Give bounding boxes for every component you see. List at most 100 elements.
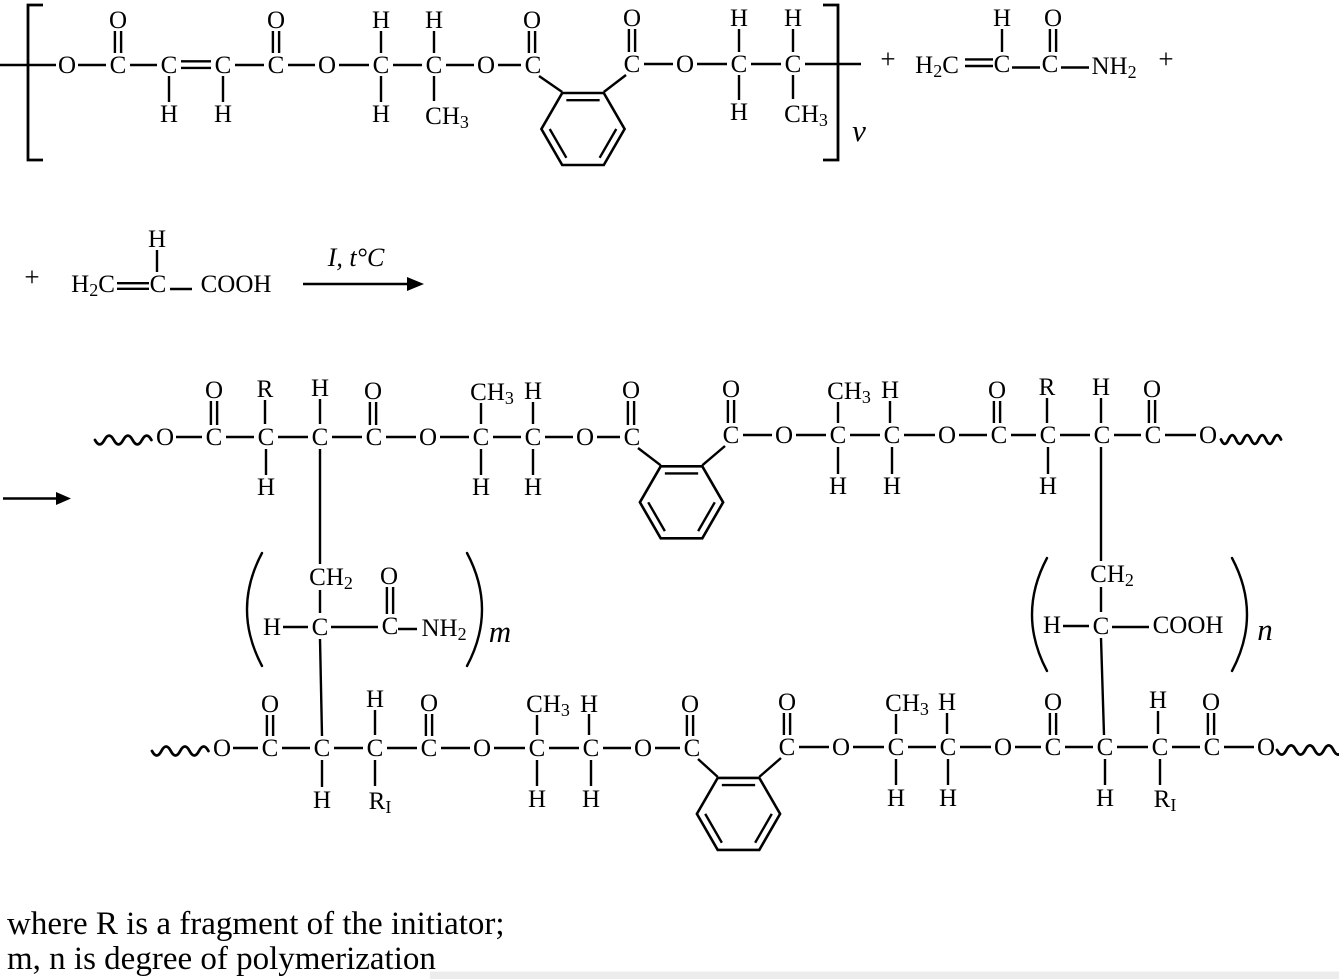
bracket-left: [26, 3, 43, 162]
atom-C-17: C: [525, 52, 542, 79]
scan-artifact-bar: [430, 971, 1339, 979]
atom-H-50: H: [311, 375, 329, 402]
atom-O-34: O: [1044, 5, 1062, 32]
atom-C-121: C: [940, 734, 957, 761]
atom-H-26: H: [784, 5, 802, 32]
atom-H-122: H: [938, 689, 956, 716]
atom-C-7: C: [268, 52, 285, 79]
atom-O-45: O: [205, 377, 223, 404]
atom-H-6: H: [214, 101, 232, 128]
atom-O-62: O: [622, 377, 640, 404]
atom-H-71: H: [883, 473, 901, 500]
atom-O-114: O: [681, 691, 699, 718]
atom-H-120: H: [887, 785, 905, 812]
atom-O-117: O: [832, 734, 850, 761]
atom-O-116: O: [778, 689, 796, 716]
atom-C-61: C: [624, 424, 641, 451]
atom-C-118: C: [888, 734, 905, 761]
atom-O-97: O: [261, 691, 279, 718]
atom-H-123: H: [939, 785, 957, 812]
atom-H-11: H: [372, 7, 390, 34]
atom-H-48: H: [257, 474, 275, 501]
atom-C-13: C: [426, 52, 443, 79]
wavy-bond-2: [1219, 433, 1283, 446]
atom-O-16: O: [477, 52, 495, 79]
aromatic-inner-bond-2-2: [697, 501, 716, 532]
bond-145: [538, 75, 563, 93]
atom-O-112: O: [634, 735, 652, 762]
reaction-arrow-head: [407, 277, 424, 291]
condition-label-42: I, t°C: [327, 243, 385, 272]
atom-O-60: O: [576, 424, 594, 451]
benzene-ring-2: [638, 464, 725, 540]
atom-C-66: C: [830, 422, 847, 449]
group-NH2-88: NH2: [421, 615, 466, 645]
subscript-v-28: v: [852, 113, 866, 148]
bond-96: [318, 638, 324, 737]
atom-C-5: C: [215, 52, 232, 79]
atom-H-84: H: [263, 614, 281, 641]
atom-C-51: C: [366, 424, 383, 451]
atom-H-68: H: [829, 473, 847, 500]
group-RI-102: RI: [369, 788, 392, 818]
group-NH2-35: NH2: [1091, 53, 1136, 83]
footer-line-2: m, n is degree of polymerization: [7, 941, 436, 977]
atom-H-128: H: [1096, 785, 1114, 812]
atom-O-72: O: [938, 422, 956, 449]
atom-C-85: C: [312, 614, 329, 641]
subscript-n-94: n: [1257, 612, 1273, 647]
aromatic-inner-bond-2-1: [647, 501, 666, 532]
atom-C-132: C: [1204, 734, 1221, 761]
atom-C-19: C: [624, 51, 641, 78]
atom-C-10: C: [373, 52, 390, 79]
atom-O-9: O: [318, 52, 336, 79]
paren-left-n: [1030, 556, 1049, 673]
atom-O-134: O: [1257, 734, 1275, 761]
aromatic-inner-bond-3-2: [754, 813, 773, 844]
atom-O-104: O: [420, 690, 438, 717]
atom-C-69: C: [884, 422, 901, 449]
atom-O-105: O: [473, 735, 491, 762]
group-CH3-107: CH3: [526, 691, 570, 721]
atom-C-113: C: [684, 735, 701, 762]
atom-H-12: H: [372, 101, 390, 128]
atom-C-115: C: [779, 734, 796, 761]
group-CH3-55: CH3: [470, 379, 514, 409]
atom-H-32: H: [993, 5, 1011, 32]
atom-H-24: H: [730, 99, 748, 126]
atom-C-3: C: [161, 52, 178, 79]
atom-R-76: R: [1039, 374, 1056, 401]
atom-C-46: C: [258, 424, 275, 451]
atom-O-74: O: [988, 377, 1006, 404]
wavy-bond-1: [93, 434, 153, 446]
group-CH3-67: CH3: [827, 378, 871, 408]
atom-C-63: C: [723, 422, 740, 449]
atom-H-59: H: [524, 474, 542, 501]
wavy-bond-3: [150, 745, 210, 757]
atom-C-49: C: [312, 424, 329, 451]
atom-C-80: C: [1145, 422, 1162, 449]
footer-line-1: where R is a fragment of the initiator;: [7, 906, 505, 942]
atom-O-18: O: [523, 7, 541, 34]
atom-H-70: H: [881, 377, 899, 404]
wavy-bond-4: [1275, 744, 1339, 756]
atom-O-53: O: [419, 424, 437, 451]
atom-H-23: H: [730, 5, 748, 32]
bond-150: [758, 757, 782, 778]
atom-C-100: C: [367, 735, 384, 762]
atom-C-129: C: [1152, 734, 1169, 761]
bond-100: [1099, 637, 1106, 736]
atom-H-130: H: [1149, 687, 1167, 714]
atom-C-78: C: [1094, 422, 1111, 449]
atom-O-81: O: [1143, 376, 1161, 403]
atom-C-54: C: [473, 424, 490, 451]
atom-O-133: O: [1202, 689, 1220, 716]
group-CH3-119: CH3: [885, 690, 929, 720]
group-CH3-15: CH3: [425, 103, 469, 133]
atom-H-111: H: [582, 786, 600, 813]
atom-H-101: H: [366, 686, 384, 713]
group-H2C-30: H2C: [915, 52, 959, 82]
atom-C-98: C: [314, 735, 331, 762]
